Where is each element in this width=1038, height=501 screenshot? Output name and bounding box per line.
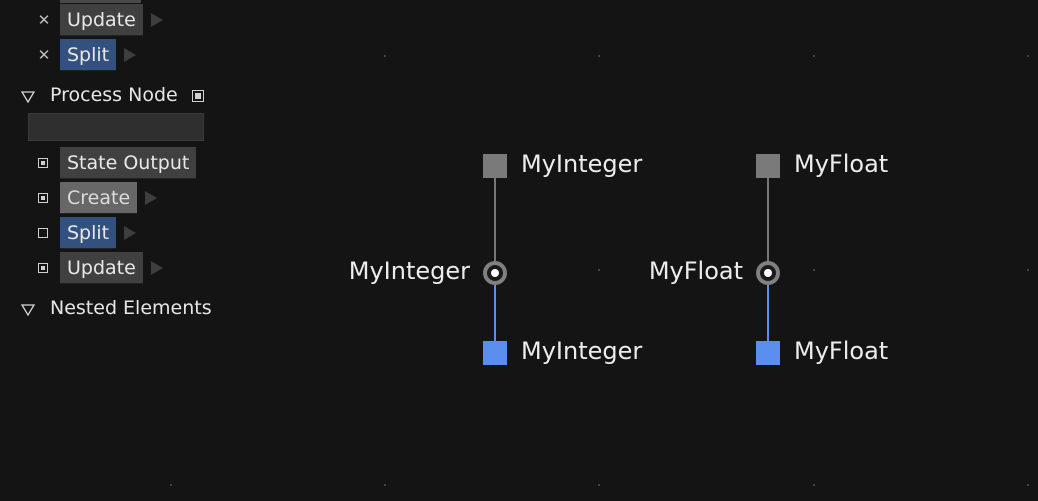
update-chip-top[interactable]: Update: [60, 4, 143, 36]
split-checkbox[interactable]: [38, 228, 48, 238]
expand-arrow-icon[interactable]: [151, 13, 163, 27]
update-chip[interactable]: Update: [60, 252, 143, 284]
collapse-triangle-icon[interactable]: [21, 303, 35, 317]
section-title: Process Node: [50, 84, 178, 106]
input-port-label: MyInteger: [521, 150, 643, 178]
expand-arrow-icon[interactable]: [124, 226, 136, 240]
output-wire: [494, 285, 496, 341]
section-title: Nested Elements: [50, 297, 212, 319]
input-port-label: MyFloat: [794, 150, 889, 178]
output-wire: [767, 285, 769, 341]
state-output-chip[interactable]: State Output: [60, 147, 197, 179]
split-chip-top[interactable]: Split: [60, 39, 117, 71]
close-icon[interactable]: ✕: [37, 46, 51, 64]
create-chip[interactable]: Create: [60, 182, 138, 214]
input-port[interactable]: [483, 154, 507, 178]
expand-arrow-icon[interactable]: [151, 261, 163, 275]
expand-arrow-icon[interactable]: [124, 48, 136, 62]
close-icon[interactable]: ✕: [37, 11, 51, 29]
process-node-name-input[interactable]: [28, 113, 204, 141]
process-node-checkbox[interactable]: [192, 90, 204, 102]
input-port[interactable]: [756, 154, 780, 178]
node-label: MyInteger: [348, 257, 470, 285]
collapse-triangle-icon[interactable]: [21, 90, 35, 104]
expand-arrow-icon[interactable]: [145, 191, 157, 205]
output-port-label: MyInteger: [521, 337, 643, 365]
create-checkbox[interactable]: [38, 193, 48, 203]
input-wire: [767, 178, 769, 262]
split-chip[interactable]: Split: [60, 217, 117, 249]
chip-edge: [60, 0, 141, 3]
input-wire: [494, 178, 496, 262]
update-checkbox[interactable]: [38, 263, 48, 273]
output-port[interactable]: [483, 341, 507, 365]
output-port-label: MyFloat: [794, 337, 889, 365]
state-output-checkbox[interactable]: [38, 158, 48, 168]
node-label: MyFloat: [648, 257, 743, 285]
output-port[interactable]: [756, 341, 780, 365]
node-anchor[interactable]: [483, 261, 507, 285]
node-anchor[interactable]: [756, 261, 780, 285]
